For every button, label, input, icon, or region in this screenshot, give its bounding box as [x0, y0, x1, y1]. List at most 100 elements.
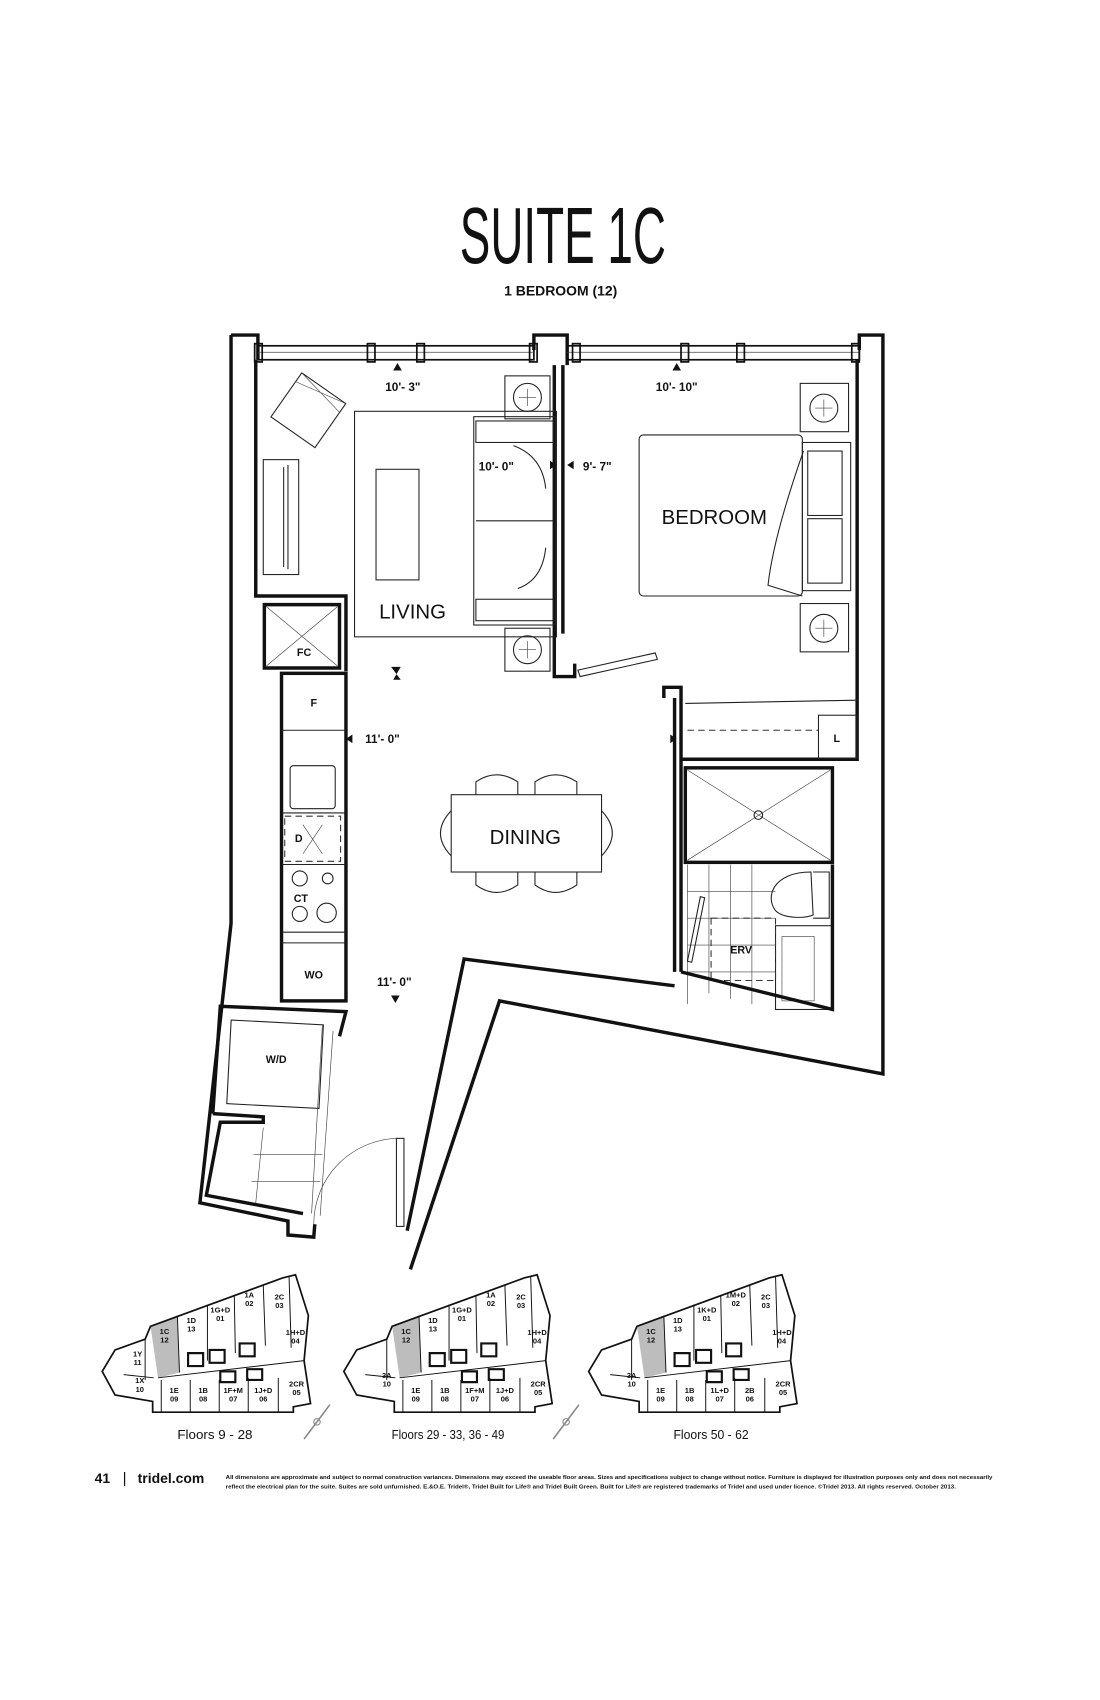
north-arrow-icon — [552, 1404, 580, 1440]
key-plan: 2C031M+D021K+D011D131C121H+D043A101E091B… — [587, 1273, 798, 1414]
kitchen-counter — [279, 671, 348, 1003]
area-rug — [354, 410, 557, 638]
unit-label: 1C — [401, 1327, 411, 1336]
unit-number: 01 — [703, 1314, 711, 1323]
unit-number: 10 — [627, 1379, 635, 1388]
unit-number: 09 — [170, 1394, 178, 1403]
arrow-up-icon — [672, 362, 682, 371]
highlighted-suite — [636, 1315, 666, 1378]
unit-label: 2C — [275, 1292, 285, 1301]
unit-label: 1M+D — [726, 1290, 747, 1299]
pier — [532, 333, 569, 366]
unit-label: 3A — [382, 1371, 392, 1380]
unit-number: 06 — [259, 1394, 267, 1403]
arrow-down-icon — [391, 995, 400, 1004]
entry-door-swing — [313, 1138, 400, 1225]
unit-number: 08 — [685, 1394, 693, 1403]
label-wall-oven: WO — [305, 969, 323, 981]
unit-number: 11 — [134, 1358, 142, 1367]
unit-label: 1Y — [133, 1349, 142, 1358]
unit-label: 1E — [656, 1386, 665, 1395]
bedroom-furniture — [638, 382, 852, 653]
unit-dividers — [610, 1275, 791, 1413]
core — [187, 1342, 264, 1384]
bedroom-door — [577, 652, 659, 678]
unit-label: 1A — [486, 1290, 496, 1299]
arrow-up-icon — [393, 362, 402, 371]
floor-plan: LIVING BEDROOM DINING FC F D CT WO W/D E… — [198, 333, 885, 1270]
linen-closet — [685, 699, 858, 759]
label-linen: L — [833, 733, 840, 745]
dim-dining-width: 11'- 0" — [365, 732, 400, 746]
unit-number: 13 — [187, 1325, 195, 1334]
bath-wall — [662, 359, 859, 972]
unit-label: 3A — [627, 1371, 637, 1380]
unit-number: 04 — [778, 1336, 787, 1345]
unit-label: 1F+M — [224, 1386, 243, 1395]
unit-label: 1H+D — [286, 1328, 306, 1337]
living-window — [253, 342, 538, 363]
page-number: 41 — [95, 1470, 111, 1486]
lamp-table — [504, 375, 551, 672]
label-fridge: F — [310, 698, 317, 710]
unit-number: 05 — [779, 1388, 787, 1397]
north-arrow-icon — [303, 1404, 331, 1440]
unit-number: 06 — [501, 1394, 509, 1403]
toilet-icon — [770, 871, 830, 919]
hourglass-icon — [391, 666, 401, 680]
arrow-right-icon — [550, 460, 557, 470]
armchair — [270, 372, 347, 449]
bedroom-divider-wall — [552, 365, 577, 679]
unit-number: 04 — [533, 1336, 542, 1345]
unit-label: 1E — [411, 1386, 420, 1395]
fc-closet — [262, 602, 342, 670]
unit-number: 05 — [534, 1388, 542, 1397]
unit-number: 09 — [412, 1394, 420, 1403]
label-fc: FC — [297, 647, 312, 659]
unit-number: 07 — [229, 1394, 237, 1403]
unit-number: 12 — [402, 1335, 410, 1344]
highlighted-suite — [392, 1315, 422, 1378]
arrow-left-icon — [345, 734, 353, 744]
bathroom — [680, 766, 835, 1012]
unit-label: 1F+M — [465, 1386, 484, 1395]
arrow-right-icon — [670, 734, 677, 744]
room-label-dining: DINING — [490, 827, 561, 849]
disclaimer-line-1: All dimensions are approximate and subje… — [226, 1475, 994, 1481]
unit-label: 2CR — [531, 1379, 547, 1388]
unit-label: 1B — [440, 1386, 450, 1395]
unit-number: 06 — [746, 1394, 754, 1403]
entry-door[interactable] — [395, 1137, 405, 1227]
corridor-wall — [405, 957, 675, 1232]
unit-number: 03 — [275, 1301, 283, 1310]
key-plan-caption: Floors 9 - 28 — [177, 1427, 252, 1442]
website-link[interactable]: tridel.com — [138, 1470, 205, 1486]
unit-number: 09 — [656, 1394, 664, 1403]
unit-number: 07 — [716, 1394, 724, 1403]
unit-number: 02 — [732, 1299, 740, 1308]
suite-title: SUITE 1C — [460, 191, 666, 280]
label-washer-dryer: W/D — [266, 1054, 287, 1066]
label-erv: ERV — [730, 945, 753, 957]
unit-label: 2CR — [776, 1379, 792, 1388]
burner-icon — [291, 870, 308, 887]
unit-label: 1D — [428, 1316, 438, 1325]
unit-number: 04 — [291, 1336, 300, 1345]
label-dishwasher: D — [295, 833, 303, 845]
unit-label: 1H+D — [527, 1328, 547, 1337]
unit-label: 2B — [745, 1386, 755, 1395]
footer: 41 | tridel.com All dimensions are appro… — [95, 1470, 994, 1490]
laundry-closet — [204, 1004, 405, 1227]
unit-number: 03 — [517, 1301, 525, 1310]
unit-number: 05 — [292, 1388, 300, 1397]
unit-number: 08 — [441, 1394, 449, 1403]
coffee-table — [375, 468, 420, 581]
dim-dining-length: 11'- 0" — [377, 975, 412, 989]
tv-console — [262, 459, 300, 576]
unit-label: 1B — [685, 1386, 695, 1395]
arrow-left-icon — [567, 460, 574, 470]
dim-living-length: 10'- 0" — [479, 459, 514, 473]
key-plan-caption: Floors 29 - 33, 36 - 49 — [392, 1427, 505, 1442]
